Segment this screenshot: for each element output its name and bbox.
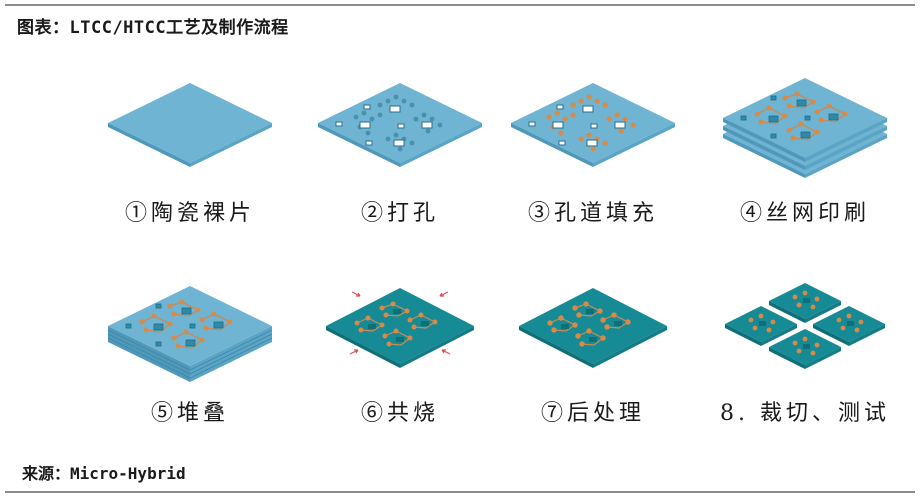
step-6-label: ⑥共烧 — [360, 401, 439, 426]
step-1-label: ①陶瓷裸片 — [124, 201, 255, 226]
diced-modules-icon — [725, 283, 885, 369]
bottom-rule — [5, 491, 915, 493]
post-processed-board-icon — [519, 288, 667, 368]
figure-source: 来源：Micro-Hybrid — [22, 464, 186, 483]
step-4-panel: ④丝网印刷 — [705, 50, 905, 240]
step-3-label: ③孔道填充 — [527, 201, 658, 226]
step-7-label: ⑦后处理 — [540, 401, 645, 426]
step-8-label: 8. 裁切、测试 — [720, 401, 890, 426]
step-5-panel: ⑤堆叠 — [90, 258, 290, 448]
step-3-panel: ③孔道填充 — [493, 55, 693, 245]
figure-title: 图表：LTCC/HTCC工艺及制作流程 — [17, 18, 289, 38]
step-2-label: ②打孔 — [360, 201, 439, 226]
co-fired-board-icon — [326, 288, 474, 368]
stacked-layers-icon — [107, 286, 273, 382]
step-4-label: ④丝网印刷 — [739, 201, 870, 226]
printed-stack-icon — [723, 78, 887, 178]
blank-sheet-icon — [108, 83, 272, 167]
pressure-arrows-icon — [349, 291, 451, 355]
step-1-panel: ①陶瓷裸片 — [90, 55, 290, 245]
step-2-panel: ②打孔 — [300, 55, 500, 245]
step-7-panel: ⑦后处理 — [493, 258, 693, 448]
step-6-panel: ⑥共烧 — [300, 258, 500, 448]
top-rule — [5, 4, 915, 6]
punched-sheet-icon — [318, 83, 482, 167]
step-8-panel: 8. 裁切、测试 — [705, 258, 905, 448]
step-5-label: ⑤堆叠 — [150, 401, 229, 426]
via-filled-sheet-icon — [511, 83, 675, 167]
